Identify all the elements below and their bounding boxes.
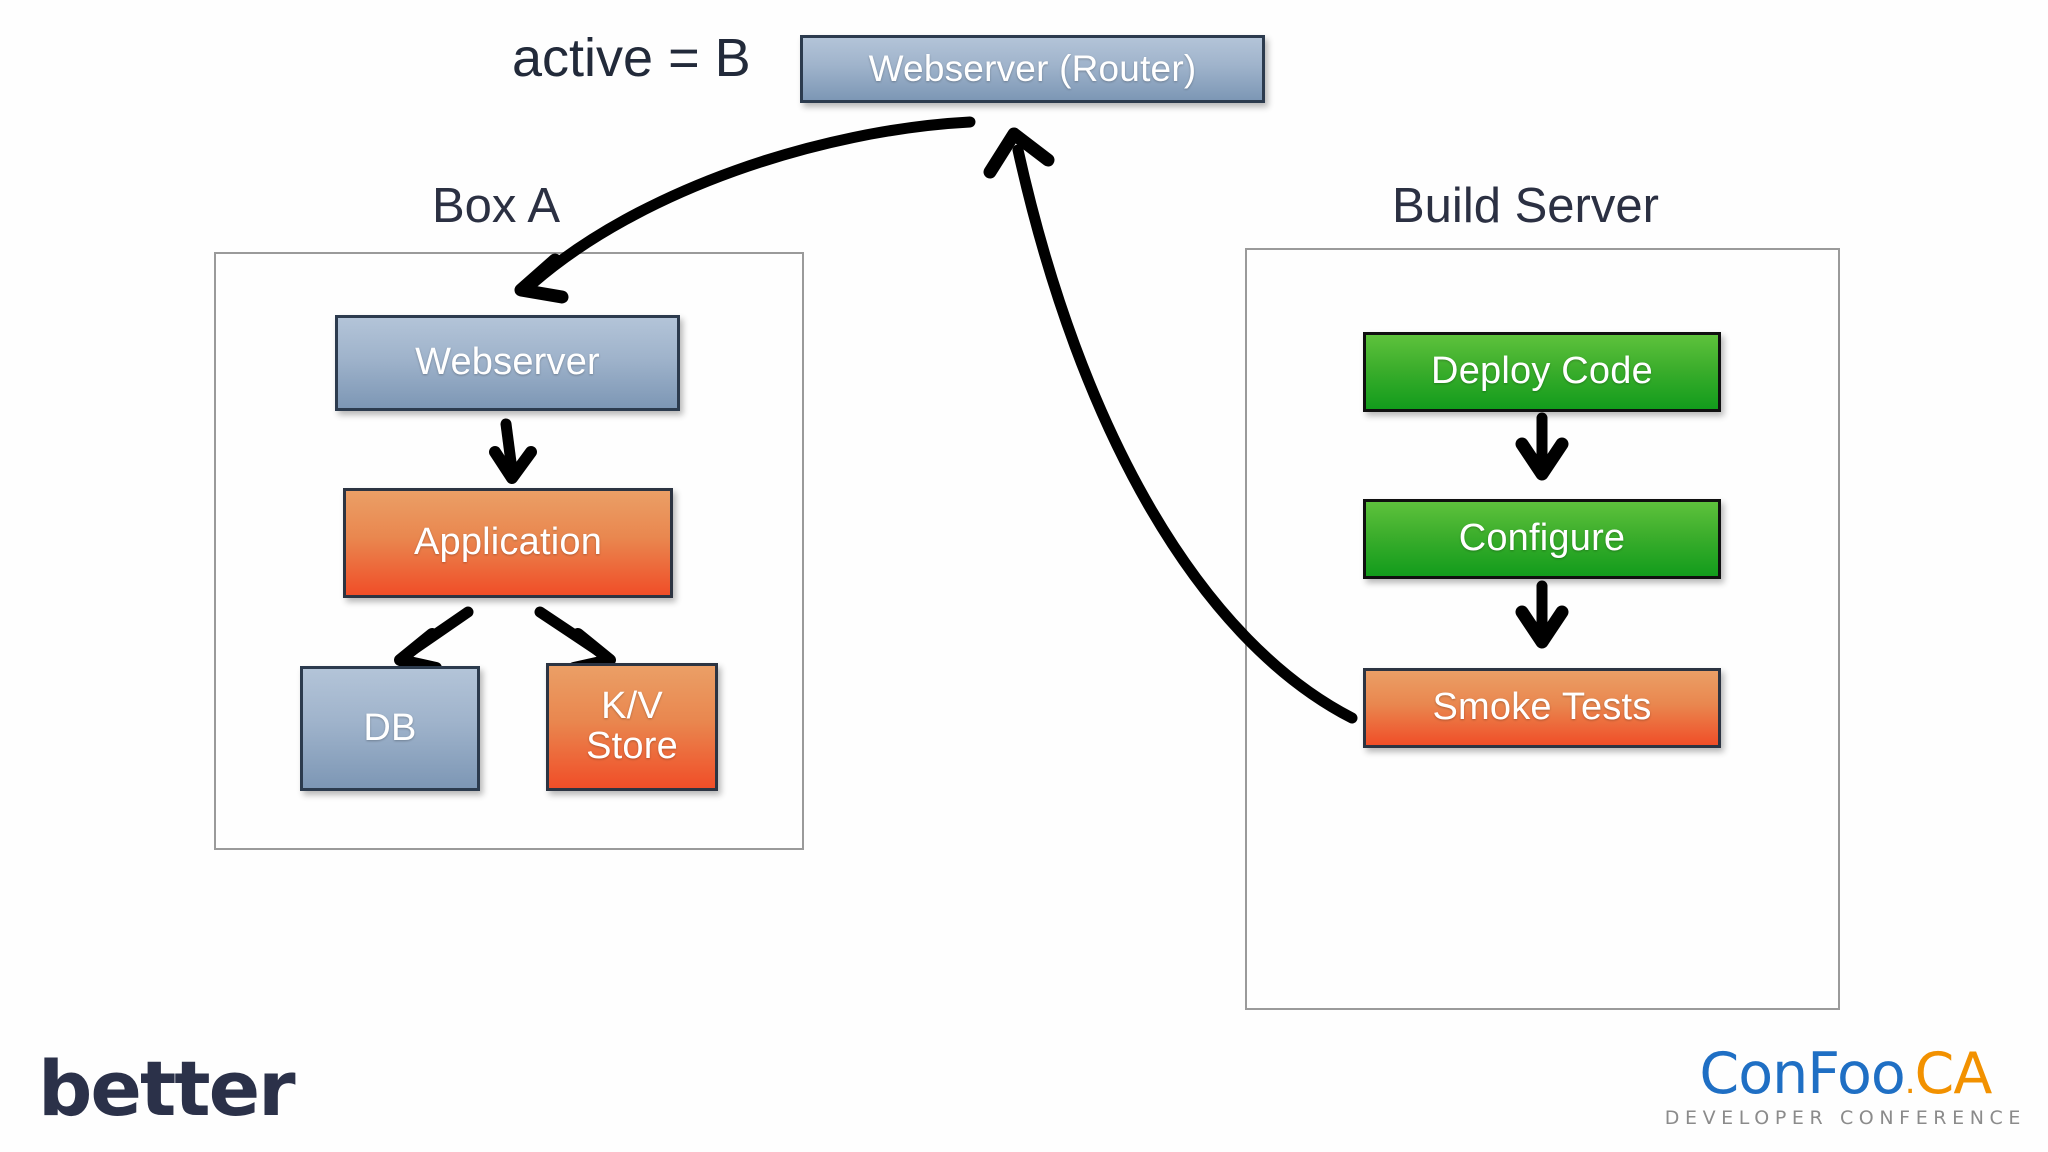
box-a-container <box>214 252 804 850</box>
node-kv-store-label-line2: Store <box>586 725 678 767</box>
node-deploy-code-label: Deploy Code <box>1431 350 1653 393</box>
node-configure[interactable]: Configure <box>1363 499 1721 579</box>
node-db[interactable]: DB <box>300 666 480 791</box>
confoo-main-text: ConFoo <box>1699 1041 1905 1107</box>
active-annotation: active = B <box>512 28 751 88</box>
node-webserver[interactable]: Webserver <box>335 315 680 411</box>
box-a-title: Box A <box>432 179 561 233</box>
confoo-logo: ConFoo.CA DEVELOPER CONFERENCE <box>1664 1046 2026 1130</box>
build-server-title: Build Server <box>1392 179 1659 233</box>
node-webserver-router[interactable]: Webserver (Router) <box>800 35 1265 103</box>
node-application[interactable]: Application <box>343 488 673 598</box>
confoo-tagline: DEVELOPER CONFERENCE <box>1664 1107 2026 1129</box>
confoo-dot: . <box>1904 1062 1916 1102</box>
node-application-label: Application <box>413 521 603 564</box>
node-kv-store-label-line1: K/V <box>601 685 663 728</box>
better-logo: better <box>38 1044 296 1133</box>
confoo-ca-text: CA <box>1914 1041 1993 1107</box>
node-deploy-code[interactable]: Deploy Code <box>1363 332 1721 412</box>
node-smoke-tests[interactable]: Smoke Tests <box>1363 668 1721 748</box>
node-webserver-router-label: Webserver (Router) <box>868 47 1197 89</box>
node-smoke-tests-label: Smoke Tests <box>1432 686 1652 729</box>
node-kv-store[interactable]: K/V Store <box>546 663 718 791</box>
node-db-label: DB <box>363 706 417 749</box>
node-configure-label: Configure <box>1458 517 1626 560</box>
confoo-wordmark: ConFoo.CA <box>1665 1046 2026 1103</box>
node-webserver-label: Webserver <box>415 341 600 384</box>
